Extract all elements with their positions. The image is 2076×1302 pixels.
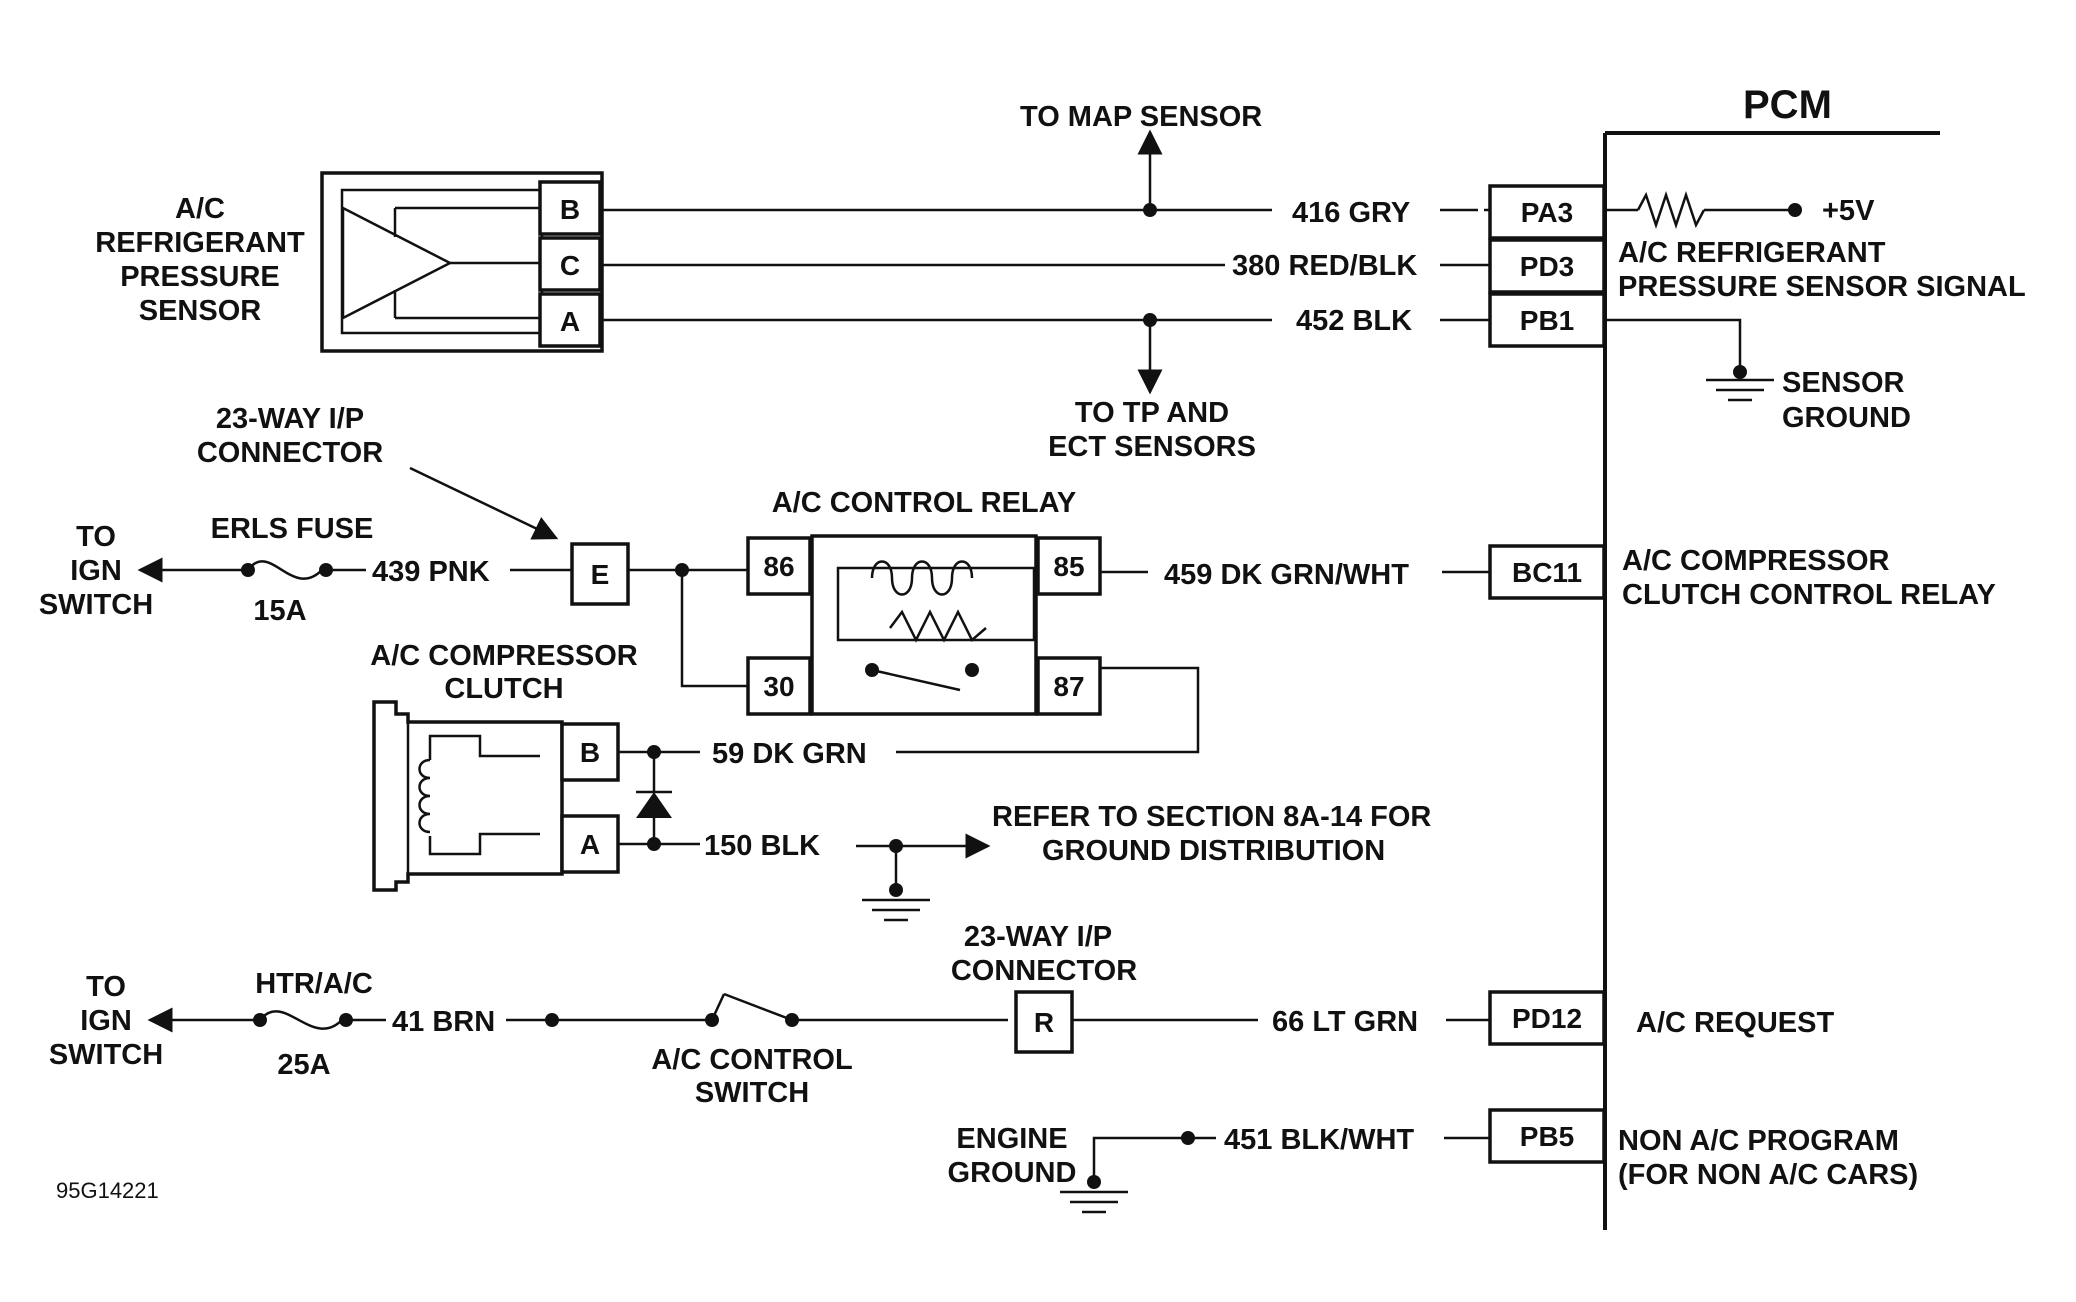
ign-switch-2-label-2: IGN xyxy=(80,1005,132,1037)
svg-text:C: C xyxy=(560,250,580,281)
svg-text:B: B xyxy=(560,194,580,225)
chassis-ground xyxy=(856,833,991,922)
svg-text:87: 87 xyxy=(1053,671,1084,702)
compressor-relay-label-1: A/C COMPRESSOR xyxy=(1622,545,1890,577)
pcm-pin-pa3: PA3 xyxy=(1488,184,1606,240)
ign-switch-1-label-2: IGN xyxy=(70,555,122,587)
clutch-pin-b: B xyxy=(560,722,620,782)
relay-title: A/C CONTROL RELAY xyxy=(772,487,1077,519)
wire-59-label: 59 DK GRN xyxy=(712,738,867,770)
sensor-pin-b: B xyxy=(538,180,602,236)
pcm-pin-bc11: BC11 xyxy=(1488,544,1606,600)
wire-416-gry xyxy=(600,129,1490,217)
tp-ect-label-2: ECT SENSORS xyxy=(1048,431,1256,463)
sensor-pin-c: C xyxy=(538,236,602,292)
relay-pin-87: 87 xyxy=(1036,656,1102,716)
ign-switch-2-label-1: TO xyxy=(86,971,126,1003)
wire-439-label: 439 PNK xyxy=(372,556,490,588)
svg-text:PB1: PB1 xyxy=(1520,305,1574,336)
svg-text:85: 85 xyxy=(1053,551,1084,582)
sensor-label-3: PRESSURE xyxy=(120,261,280,293)
ip-connector-e-label-2: CONNECTOR xyxy=(197,437,383,469)
signal-label-1: A/C REFRIGERANT xyxy=(1618,237,1886,269)
wire-380-label: 380 RED/BLK xyxy=(1232,250,1417,282)
ip-connector-r: R xyxy=(1014,990,1074,1054)
ip-connector-e: E xyxy=(570,542,630,606)
htr-fuse-label: HTR/A/C xyxy=(255,968,373,1000)
sensor-pin-a: A xyxy=(538,292,602,348)
erls-fuse-amp: 15A xyxy=(253,595,306,627)
svg-text:R: R xyxy=(1034,1007,1054,1038)
control-switch-label-2: SWITCH xyxy=(695,1077,809,1109)
ac-control-switch xyxy=(506,992,1008,1027)
pullup-resistor: +5V xyxy=(1604,191,1875,229)
relay-pin-85: 85 xyxy=(1036,536,1102,596)
wire-452-label: 452 BLK xyxy=(1296,305,1412,337)
sensor-ground xyxy=(1604,318,1774,402)
non-ac-label-1: NON A/C PROGRAM xyxy=(1618,1125,1899,1157)
compressor-relay-label-2: CLUTCH CONTROL RELAY xyxy=(1622,579,1996,611)
pcm-pin-pd12: PD12 xyxy=(1488,990,1606,1046)
clutch-pin-a: A xyxy=(560,814,620,874)
htr-ac-fuse xyxy=(147,1007,386,1033)
svg-text:A: A xyxy=(580,829,600,860)
ground-ref-label-2: GROUND DISTRIBUTION xyxy=(1042,835,1385,867)
ip-connector-r-label-2: CONNECTOR xyxy=(951,955,1137,987)
clutch-label-2: CLUTCH xyxy=(444,673,563,705)
sensor-label-1: A/C xyxy=(175,193,225,225)
compressor-clutch xyxy=(372,700,564,892)
erls-fuse-label: ERLS FUSE xyxy=(211,513,374,545)
svg-text:PD3: PD3 xyxy=(1520,251,1574,282)
svg-text:86: 86 xyxy=(763,551,794,582)
ip-connector-r-label-1: 23-WAY I/P xyxy=(964,921,1112,953)
engine-ground-label-2: GROUND xyxy=(948,1157,1077,1189)
ign-switch-1-label-3: SWITCH xyxy=(39,589,153,621)
wire-416-label: 416 GRY xyxy=(1292,197,1410,229)
control-switch-label-1: A/C CONTROL xyxy=(651,1044,852,1076)
pcm-pin-pb5: PB5 xyxy=(1488,1108,1606,1164)
engine-ground-label-1: ENGINE xyxy=(956,1123,1067,1155)
signal-label-2: PRESSURE SENSOR SIGNAL xyxy=(1618,271,2026,303)
relay-pin-86: 86 xyxy=(746,536,812,596)
engine-ground xyxy=(1060,1131,1490,1214)
svg-text:E: E xyxy=(591,559,610,590)
svg-text:BC11: BC11 xyxy=(1512,557,1582,588)
ac-request-label: A/C REQUEST xyxy=(1636,1007,1834,1039)
wire-66-label: 66 LT GRN xyxy=(1272,1006,1418,1038)
svg-text:PA3: PA3 xyxy=(1521,197,1573,228)
tp-ect-label-1: TO TP AND xyxy=(1075,397,1229,429)
map-sensor-label: TO MAP SENSOR xyxy=(1020,101,1262,133)
wire-451-label: 451 BLK/WHT xyxy=(1224,1124,1414,1156)
erls-fuse xyxy=(137,557,366,583)
wire-150-label: 150 BLK xyxy=(704,830,820,862)
htr-fuse-amp: 25A xyxy=(277,1049,330,1081)
plus-5v-label: +5V xyxy=(1822,195,1875,227)
sensor-label-2: REFRIGERANT xyxy=(95,227,305,259)
non-ac-label-2: (FOR NON A/C CARS) xyxy=(1618,1159,1918,1191)
ign-switch-1-label-1: TO xyxy=(76,521,116,553)
svg-text:A: A xyxy=(560,306,580,337)
svg-text:30: 30 xyxy=(763,671,794,702)
ground-ref-label-1: REFER TO SECTION 8A-14 FOR xyxy=(992,801,1431,833)
clutch-label-1: A/C COMPRESSOR xyxy=(370,640,638,672)
wire-452-blk xyxy=(600,313,1490,395)
relay-pin-30: 30 xyxy=(746,656,812,716)
wire-459-label: 459 DK GRN/WHT xyxy=(1164,559,1409,591)
ac-control-relay xyxy=(810,534,1038,716)
wire-41-label: 41 BRN xyxy=(392,1006,495,1038)
svg-text:B: B xyxy=(580,737,600,768)
svg-text:PB5: PB5 xyxy=(1520,1121,1574,1152)
svg-text:PD12: PD12 xyxy=(1512,1003,1582,1034)
sensor-ground-label-2: GROUND xyxy=(1782,402,1911,434)
figure-id: 95G14221 xyxy=(56,1178,159,1203)
clamp-diode xyxy=(618,745,700,851)
sensor-label-4: SENSOR xyxy=(139,295,262,327)
pcm-title: PCM xyxy=(1743,83,1832,127)
pcm-pin-pb1: PB1 xyxy=(1488,292,1606,348)
ip-connector-e-label-1: 23-WAY I/P xyxy=(216,403,364,435)
sensor-ground-label-1: SENSOR xyxy=(1782,367,1905,399)
ign-switch-2-label-3: SWITCH xyxy=(49,1039,163,1071)
pcm-pin-pd3: PD3 xyxy=(1488,238,1606,294)
